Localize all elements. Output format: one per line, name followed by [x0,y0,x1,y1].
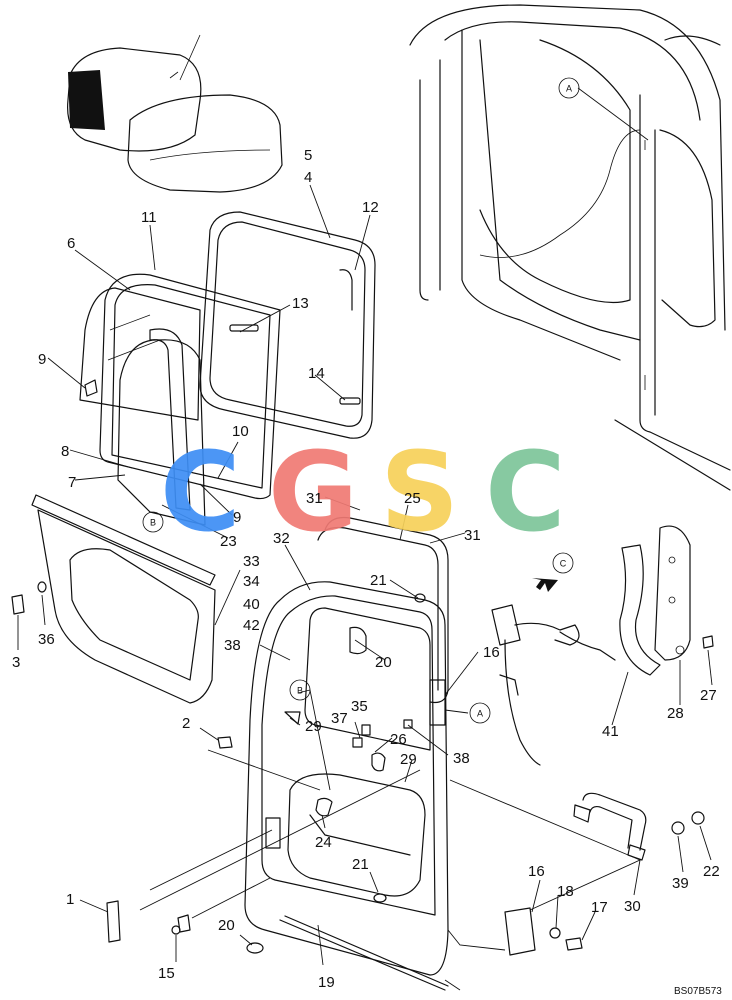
part-label-26: 26 [390,731,407,748]
part-label-36: 36 [38,631,55,648]
seat-illustration [67,34,283,193]
part-label-29b: 29 [400,751,417,768]
part-label-11: 11 [141,209,157,226]
leader-lines [17,87,713,991]
part-label-31a: 31 [306,490,323,507]
part-label-38a: 38 [224,637,241,654]
callout-c-view: C [552,552,574,574]
part-label-23: 23 [220,533,237,550]
watermark-letter-3: S [380,428,459,556]
part-label-15: 15 [158,965,175,982]
part-label-17: 17 [591,899,608,916]
part-label-16b: 16 [528,863,545,880]
part-label-41: 41 [602,723,619,740]
part-label-2: 2 [182,715,190,732]
svg-text:B: B [150,518,156,528]
part-label-27: 27 [700,687,717,704]
view-arrow-c [532,578,558,592]
part-label-19: 19 [318,974,335,991]
svg-text:C: C [560,559,567,569]
watermark: C G S C [160,428,566,556]
hinge-brackets [619,525,714,676]
part-label-25: 25 [404,490,421,507]
part-label-24: 24 [315,834,332,851]
part-label-8: 8 [61,443,69,460]
window-seal-loop [199,211,376,439]
part-label-21b: 21 [352,856,369,873]
part-label-40: 40 [243,596,260,613]
part-label-42: 42 [243,617,260,634]
small-hardware [11,581,705,991]
svg-text:A: A [477,709,483,719]
part-label-16a: 16 [483,644,500,661]
part-label-6: 6 [67,235,75,252]
part-label-33: 33 [243,553,260,570]
part-label-20a: 20 [375,654,392,671]
watermark-letter-4: C [485,428,566,556]
part-label-9b: 9 [233,509,241,526]
callout-b-panel: B [142,511,164,533]
part-label-31b: 31 [464,527,481,544]
part-label-30: 30 [624,898,641,915]
part-label-7: 7 [68,474,76,491]
part-label-39: 39 [672,875,689,892]
callout-a-top: A [558,77,580,99]
svg-text:A: A [566,84,572,94]
part-label-35: 35 [351,698,368,715]
part-label-4: 4 [304,169,312,186]
watermark-letter-2: G [268,428,358,556]
watermark-letter-1: C [160,428,241,556]
callout-a-side: A [469,702,491,724]
part-label-10: 10 [232,423,249,440]
part-label-1: 1 [66,891,74,908]
cab-frame-illustration [409,4,731,491]
part-label-34: 34 [243,573,260,590]
part-label-5: 5 [304,147,312,164]
svg-text:B: B [297,686,303,696]
part-label-38b: 38 [453,750,470,767]
inner-trim-panel [31,494,216,704]
door-handle [573,792,647,861]
part-label-3: 3 [12,654,20,671]
part-label-9a: 9 [38,351,46,368]
part-label-28: 28 [667,705,684,722]
part-label-37: 37 [331,710,348,727]
part-label-14: 14 [308,365,325,382]
part-label-22: 22 [703,863,720,880]
part-label-21a: 21 [370,572,387,589]
callout-b-door: B [289,679,311,701]
part-label-12: 12 [362,199,379,216]
lock-linkage [491,604,616,766]
part-label-18: 18 [557,883,574,900]
door-assembly [244,516,449,976]
part-label-32: 32 [273,530,290,547]
part-label-20b: 20 [218,917,235,934]
part-number-labels: 5 4 12 11 6 13 9 14 10 8 7 31 25 9 31 32… [12,147,720,991]
part-label-29a: 29 [305,718,322,735]
part-label-13: 13 [292,295,309,312]
diagram-code: BS07B573 [674,986,722,997]
